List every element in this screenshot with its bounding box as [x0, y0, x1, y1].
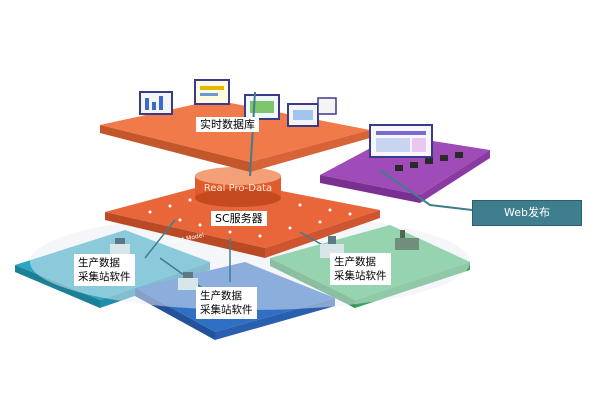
station-label-left-line1: 生产数据: [78, 257, 120, 269]
monitor-icon-1: [139, 91, 173, 115]
purple-layer-front: [320, 175, 420, 203]
sc-server-label: SC服务器: [211, 211, 267, 226]
realtime-db-label: 实时数据库: [196, 117, 259, 132]
factory-icon-right: [395, 230, 419, 250]
cylinder-bottom: [195, 189, 281, 207]
station-label-left: 生产数据 采集站软件: [74, 254, 135, 286]
monitor-icon-4: [287, 103, 319, 127]
station-label-right-line2: 采集站软件: [334, 270, 387, 282]
monitor-icon-3: [244, 94, 280, 120]
station-label-center: 生产数据 采集站软件: [196, 287, 257, 319]
top-layer-front: [250, 130, 370, 172]
station-label-left-line2: 采集站软件: [78, 271, 131, 283]
monitor-icon-5: [317, 97, 337, 115]
dotted-ground: [30, 214, 470, 310]
purple-layer-side: [420, 150, 490, 203]
web-connector-line: [379, 169, 473, 211]
station-label-right: 生产数据 采集站软件: [330, 253, 391, 285]
web-publish-button[interactable]: Web发布: [472, 200, 582, 226]
real-pro-data-text: Real Pro-Data: [204, 183, 272, 194]
station-icon-blue: [178, 272, 198, 290]
station-icon-teal: [110, 238, 130, 256]
cylinder-top: [195, 167, 281, 185]
teal-layer-side: [15, 265, 100, 308]
top-layer-side: [100, 125, 250, 172]
station-label-center-line1: 生产数据: [200, 290, 242, 302]
up-arrow-line: [249, 91, 256, 177]
monitor-icon-2: [194, 79, 230, 105]
web-monitor-icon: [369, 124, 433, 158]
station-label-center-line2: 采集站软件: [200, 304, 253, 316]
sc-layer-side: [105, 212, 265, 258]
sc-layer-front: [265, 210, 380, 258]
station-label-right-line1: 生产数据: [334, 256, 376, 268]
blue-layer-front: [215, 298, 335, 340]
client-icons: [395, 152, 463, 171]
down-line-left: [144, 219, 176, 259]
purple-layer-top: [320, 135, 490, 195]
